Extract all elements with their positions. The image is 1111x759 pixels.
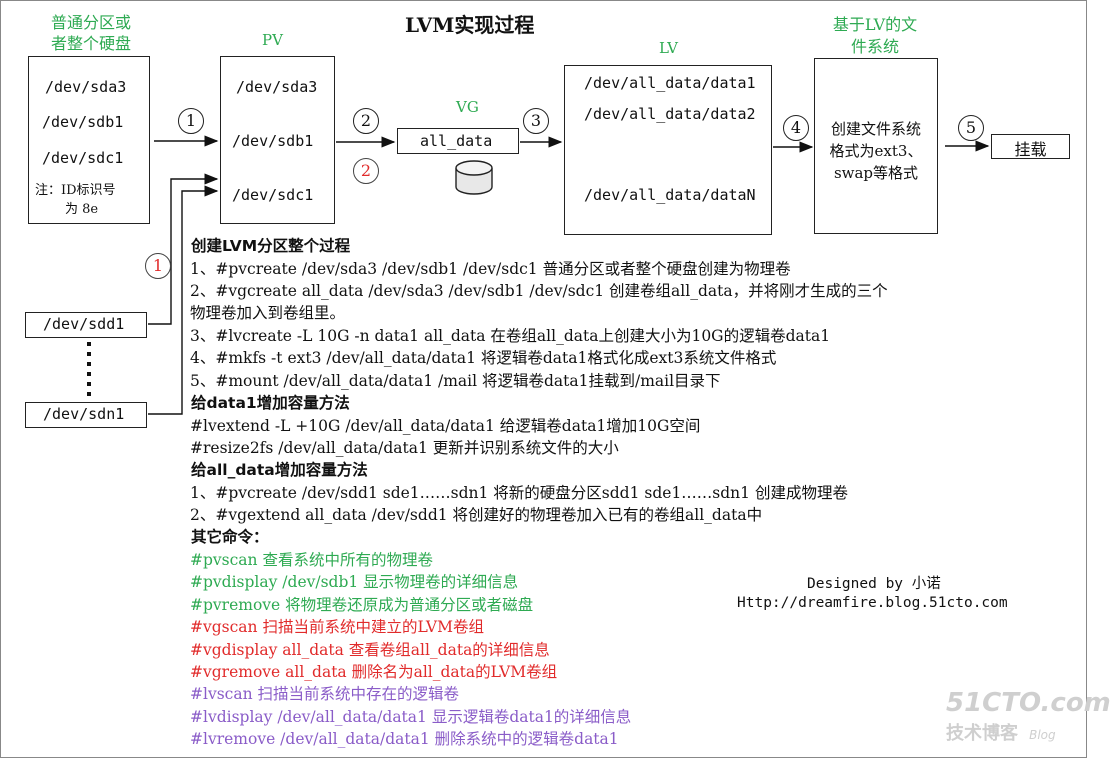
create-line-2: 2、#vgcreate all_data /dev/sda3 /dev/sdb1…: [190, 282, 888, 300]
extend-heading: 给data1增加容量方法: [191, 394, 350, 412]
disk-sdn1-box: [25, 402, 147, 428]
connector-layer: [87, 135, 990, 415]
disk-item-1: /dev/sda3: [45, 78, 127, 96]
create-line-3: 物理卷加入到卷组里。: [190, 304, 346, 322]
step-1-circle: 1: [178, 108, 204, 134]
disk-sdn1-label: /dev/sdn1: [43, 405, 125, 423]
disk-box: [28, 56, 150, 224]
pv-box: [220, 56, 335, 224]
step-2-circle: 2: [353, 108, 379, 134]
disk-item-2: /dev/sdb1: [42, 113, 124, 131]
watermark-main: 51CTO.com: [946, 688, 1111, 718]
green-line-2: #pvdisplay /dev/sdb1 显示物理卷的详细信息: [190, 573, 519, 591]
create-line-5: 4、#mkfs -t ext3 /dev/all_data/data1 将逻辑卷…: [190, 349, 777, 367]
lv-heading: LV: [659, 39, 679, 57]
database-cylinder-icon: [455, 160, 493, 195]
extend-line-1: #lvextend -L +10G /dev/all_data/data1 给逻…: [190, 417, 701, 435]
disk-note-line2: 为 8e: [65, 202, 99, 217]
fs-heading: 基于LV的文 件系统: [813, 14, 937, 58]
purple-line-3: #lvremove /dev/all_data/data1 删除系统中的逻辑卷d…: [190, 730, 619, 748]
watermark: 51CTO.com 技术博客 Blog: [946, 689, 1111, 745]
disk-heading: 普通分区或 者整个硬盘: [31, 12, 151, 54]
disk-heading-line1: 普通分区或: [50, 13, 131, 32]
red-line-1: #vgscan 扫描当前系统中建立的LVM卷组: [190, 618, 484, 636]
vg-name: all_data: [420, 132, 493, 150]
fs-text-line3: swap等格式: [833, 164, 919, 182]
vg-box: [397, 128, 519, 154]
pv-item-1: /dev/sda3: [236, 78, 318, 96]
step-1b-circle: 1: [145, 253, 171, 279]
lv-item-2: /dev/all_data/data2: [584, 105, 756, 123]
watermark-sub: 技术博客: [946, 723, 1018, 744]
credit-line-1: Designed by 小诺: [807, 576, 941, 592]
step-4-circle: 4: [783, 115, 809, 141]
watermark-blog: Blog: [1029, 728, 1056, 742]
purple-line-2: #lvdisplay /dev/all_data/data1 显示逻辑卷data…: [190, 708, 632, 726]
disk-heading-line2: 者整个硬盘: [50, 34, 131, 53]
mount-box: [991, 134, 1070, 159]
fs-heading-line1: 基于LV的文: [832, 15, 918, 34]
diagram-title: LVM实现过程: [405, 13, 535, 37]
fs-text: 创建文件系统 格式为ext3、 swap等格式: [814, 118, 938, 184]
arrow-sdn1-to-pv: [148, 185, 219, 415]
other-heading: 其它命令：: [191, 528, 269, 546]
step-3-circle: 3: [523, 108, 549, 134]
fs-box: [814, 58, 938, 234]
lv-item-1: /dev/all_data/data1: [584, 74, 756, 92]
fs-text-line2: 格式为ext3、: [829, 142, 923, 160]
pv-heading: PV: [262, 31, 283, 49]
mount-label: 挂载: [1014, 140, 1047, 159]
red-line-3: #vgremove all_data 删除名为all_data的LVM卷组: [190, 663, 558, 681]
vg-heading: VG: [456, 98, 479, 116]
fs-text-line1: 创建文件系统: [830, 120, 921, 138]
create-heading: 创建LVM分区整个过程: [191, 237, 351, 255]
lv-item-3: /dev/all_data/dataN: [584, 186, 756, 204]
create-line-6: 5、#mount /dev/all_data/data1 /mail 将逻辑卷d…: [190, 372, 721, 390]
green-line-3: #pvremove 将物理卷还原成为普通分区或者磁盘: [190, 596, 534, 614]
step-5-circle: 5: [958, 115, 984, 141]
pv-item-2: /dev/sdb1: [232, 132, 314, 150]
red-line-2: #vgdisplay all_data 查看卷组all_data的详细信息: [190, 641, 550, 659]
lv-box: [564, 65, 772, 235]
vgextend-line-2: 2、#vgextend all_data /dev/sdd1 将创建好的物理卷加…: [190, 506, 763, 524]
disk-sdd1-label: /dev/sdd1: [43, 315, 125, 333]
disk-note-line1: 注：ID标识号: [35, 183, 116, 198]
green-line-1: #pvscan 查看系统中所有的物理卷: [190, 551, 433, 569]
create-line-1: 1、#pvcreate /dev/sda3 /dev/sdb1 /dev/sdc…: [190, 260, 791, 278]
pv-item-3: /dev/sdc1: [232, 186, 314, 204]
credit-line-2: Http://dreamfire.blog.51cto.com: [737, 595, 1008, 611]
step-2b-circle: 2: [353, 158, 379, 184]
disk-item-3: /dev/sdc1: [42, 149, 124, 167]
arrow-sdd1-to-pv: [148, 173, 219, 325]
disk-sdd1-box: [25, 312, 147, 338]
purple-line-1: #lvscan 扫描当前系统中存在的逻辑卷: [190, 685, 459, 703]
create-line-4: 3、#lvcreate -L 10G -n data1 all_data 在卷组…: [190, 327, 831, 345]
vgextend-heading: 给all_data增加容量方法: [191, 461, 368, 479]
fs-heading-line2: 件系统: [850, 37, 899, 56]
vgextend-line-1: 1、#pvcreate /dev/sdd1 sde1……sdn1 将新的硬盘分区…: [190, 484, 848, 502]
extend-line-2: #resize2fs /dev/all_data/data1 更新并识别系统文件…: [190, 439, 619, 457]
